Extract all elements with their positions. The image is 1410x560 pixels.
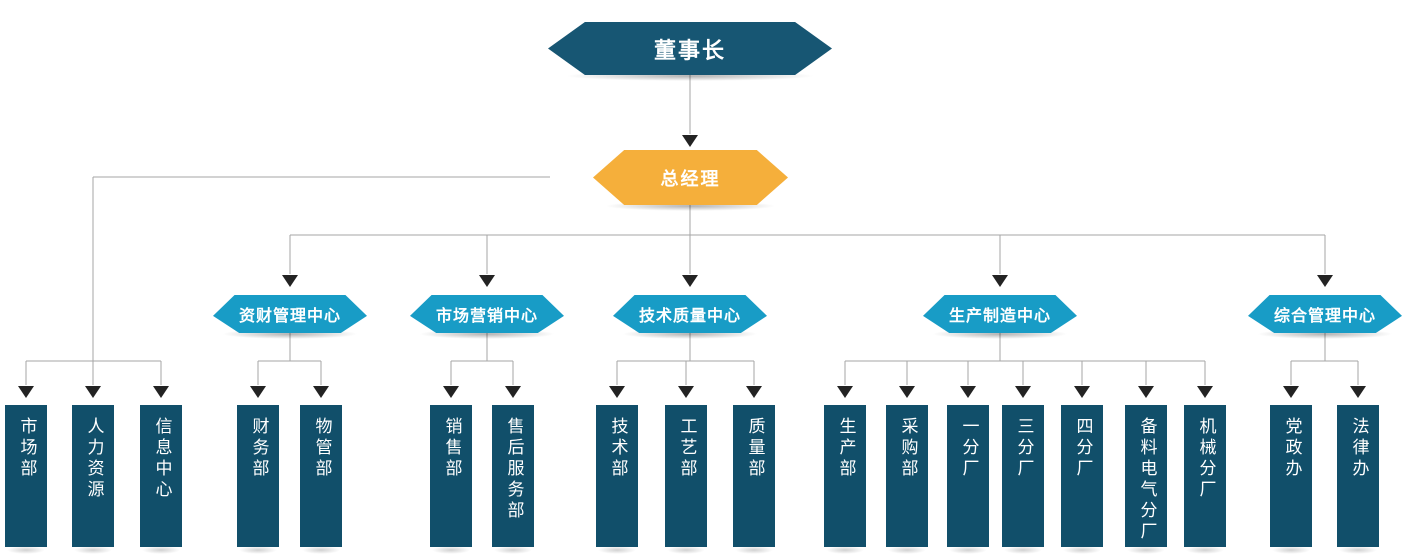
dept-label: 机械分厂: [1195, 417, 1216, 501]
dept-box: 销售部: [430, 405, 472, 554]
dept-box: 备料电气分厂: [1125, 405, 1167, 554]
dept-label: 四分厂: [1072, 417, 1093, 480]
dept-box: 党政办: [1270, 405, 1312, 554]
node-chairman: 董事长: [548, 22, 832, 81]
dept-label: 人力资源: [83, 417, 104, 501]
node-center-finance: 资财管理中心: [213, 295, 367, 339]
down-arrowheads: [18, 135, 1366, 398]
banner-shadow: [1257, 329, 1393, 339]
node-center-marketing: 市场营销中心: [410, 295, 564, 339]
center-label: 市场营销中心: [435, 306, 538, 325]
dept-box: 质量部: [733, 405, 775, 554]
dept-label: 物管部: [311, 417, 332, 480]
dept-box: 信息中心: [140, 405, 182, 554]
dept-box: 法律办: [1337, 405, 1379, 554]
dept-box: 工艺部: [665, 405, 707, 554]
dept-label: 备料电气分厂: [1136, 417, 1157, 543]
dept-label: 质量部: [744, 417, 765, 480]
node-center-production: 生产制造中心: [923, 295, 1077, 339]
dept-label: 销售部: [441, 417, 462, 480]
center-label: 综合管理中心: [1273, 306, 1376, 325]
dept-label: 财务部: [248, 417, 269, 480]
dept-box: 市场部: [5, 405, 47, 554]
dept-box: 采购部: [886, 405, 928, 554]
dept-label: 工艺部: [676, 417, 697, 480]
banner-shadow: [565, 71, 815, 81]
node-center-tech-quality: 技术质量中心: [613, 295, 767, 339]
banner-shadow: [622, 329, 758, 339]
banner-shadow: [419, 329, 555, 339]
dept-box: 售后服务部: [492, 405, 534, 554]
dept-label: 售后服务部: [503, 417, 524, 522]
dept-box: 机械分厂: [1184, 405, 1226, 554]
chairman-label: 董事长: [653, 38, 726, 64]
dept-label: 党政办: [1281, 417, 1302, 480]
dept-label: 采购部: [897, 417, 918, 480]
dept-box: 人力资源: [72, 405, 114, 554]
banner-shadow: [604, 201, 777, 211]
dept-box: 一分厂: [947, 405, 989, 554]
dept-box: 技术部: [596, 405, 638, 554]
dept-label: 市场部: [16, 417, 37, 480]
dept-label: 信息中心: [151, 417, 172, 501]
node-general-manager: 总经理: [593, 150, 788, 211]
dept-box: 四分厂: [1061, 405, 1103, 554]
dept-box: 财务部: [237, 405, 279, 554]
banner-shadow: [932, 329, 1068, 339]
dept-label: 生产部: [835, 417, 856, 480]
dept-label: 一分厂: [958, 417, 979, 480]
dept-box: 物管部: [300, 405, 342, 554]
dept-box: 三分厂: [1002, 405, 1044, 554]
banner-shadow: [222, 329, 358, 339]
center-label: 资财管理中心: [238, 306, 341, 325]
dept-label: 技术部: [607, 417, 628, 480]
dept-label: 三分厂: [1013, 417, 1034, 480]
general-manager-label: 总经理: [660, 168, 721, 190]
dept-box: 生产部: [824, 405, 866, 554]
center-label: 生产制造中心: [948, 306, 1051, 325]
dept-label: 法律办: [1348, 417, 1369, 480]
node-center-admin: 综合管理中心: [1248, 295, 1402, 339]
center-label: 技术质量中心: [638, 306, 741, 325]
